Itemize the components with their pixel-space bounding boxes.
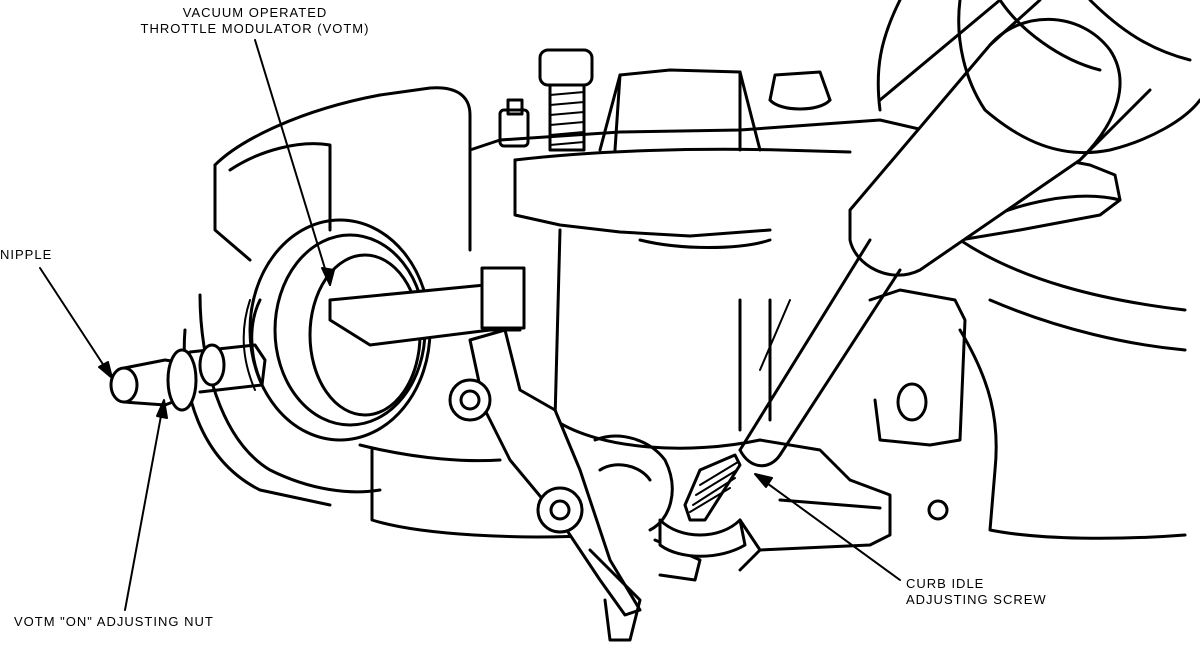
curb-idle-label-line1: CURB IDLE [906, 576, 985, 591]
leader-votm [254, 39, 331, 286]
arrowhead-votm [321, 267, 335, 286]
curb-idle-label-line2: ADJUSTING SCREW [906, 592, 1047, 607]
votm-label: VACUUM OPERATED THROTTLE MODULATOR (VOTM… [110, 5, 400, 37]
votm-label-line1: VACUUM OPERATED [182, 5, 328, 20]
arrowhead-nipple [98, 361, 113, 379]
top-bolt [538, 48, 594, 152]
votm-lever [328, 266, 642, 642]
leader-adjusting-nut [124, 404, 164, 611]
adjusting-nut-label: VOTM "ON" ADJUSTING NUT [14, 614, 214, 629]
votm-label-line2: THROTTLE MODULATOR (VOTM) [140, 21, 370, 36]
arrowhead-adjusting-nut [156, 399, 168, 419]
nipple-label: NIPPLE [0, 247, 53, 262]
leader-nipple [39, 267, 111, 376]
hand [876, 0, 1200, 155]
curb-idle-screw [658, 453, 747, 558]
arrowhead-curb-idle [754, 473, 773, 488]
top-connector [498, 98, 530, 148]
curb-idle-label: CURB IDLE ADJUSTING SCREW [906, 576, 1047, 608]
leader-lines [39, 39, 901, 611]
leader-curb-idle [759, 477, 901, 581]
nipple-assembly [109, 343, 267, 412]
screwdriver [738, 0, 1152, 468]
